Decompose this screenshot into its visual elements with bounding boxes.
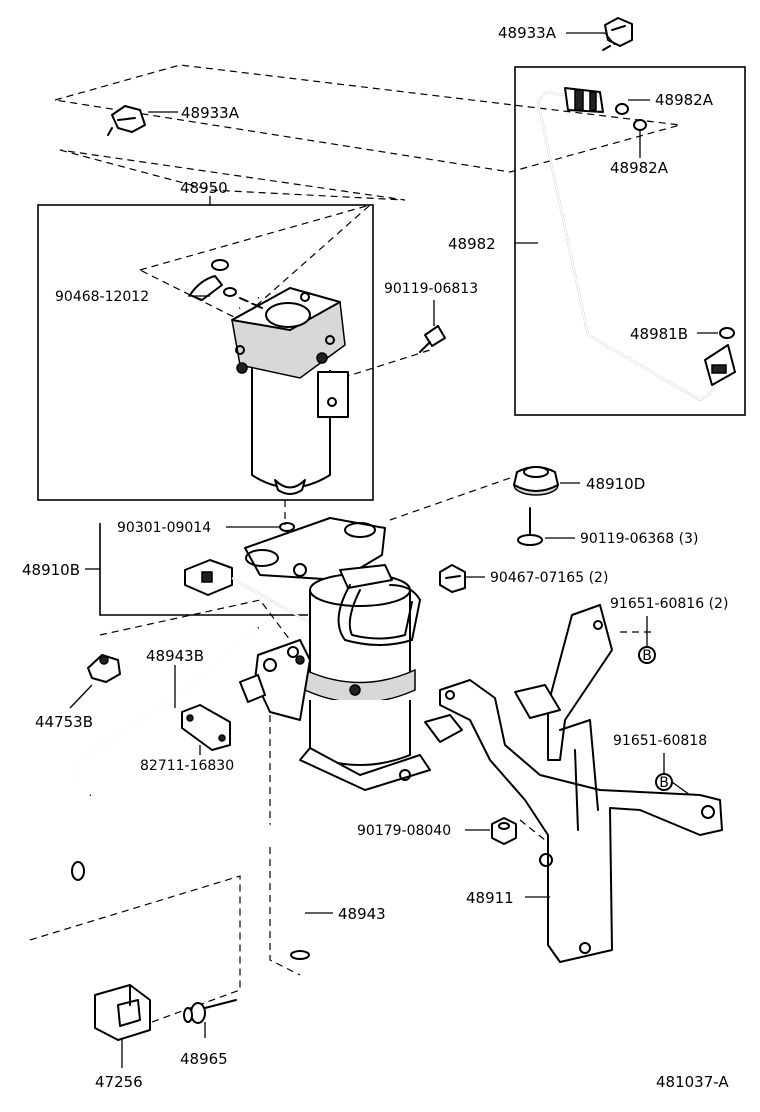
clip-90467-07165 — [439, 564, 466, 593]
clamp-44753B — [87, 654, 121, 683]
label-48910D: 48910D — [586, 475, 645, 493]
bracket-48910B — [99, 523, 308, 616]
marker-b-2: B — [655, 773, 673, 791]
pipe-48982 — [536, 87, 736, 402]
label-91651-60816: 91651-60816 (2) — [610, 596, 728, 612]
label-48982A-1: 48982A — [655, 91, 714, 109]
nut-90179-08040 — [491, 817, 517, 845]
label-48981B: 48981B — [630, 325, 688, 343]
diagram-code: 481037-A — [656, 1073, 729, 1091]
box-48950 — [37, 204, 374, 501]
label-48950: 48950 — [180, 179, 228, 197]
label-90119-06813: 90119-06813 — [384, 281, 478, 297]
label-47256: 47256 — [95, 1073, 143, 1091]
box-48982 — [514, 66, 746, 416]
leader-lines — [69, 32, 718, 1068]
label-48965: 48965 — [180, 1050, 228, 1068]
label-90179-08040: 90179-08040 — [357, 823, 451, 839]
label-48910B: 48910B — [22, 561, 80, 579]
svg-text:B: B — [642, 648, 652, 664]
clip-48933A-left — [107, 105, 146, 136]
marker-b-1: B — [638, 646, 656, 664]
hose-48943 — [71, 796, 310, 960]
bracket-82711-16830 — [181, 704, 231, 751]
grommet-48910D — [513, 466, 559, 496]
bolt-90119-06368 — [517, 507, 543, 546]
label-90468-12012: 90468-12012 — [55, 289, 149, 305]
label-48982A-2: 48982A — [610, 159, 669, 177]
group-boxes — [37, 66, 746, 616]
label-48943: 48943 — [338, 905, 386, 923]
label-48982: 48982 — [448, 235, 496, 253]
label-82711-16830: 82711-16830 — [140, 758, 234, 774]
label-91651-60818: 91651-60818 — [613, 733, 707, 749]
filter-48950 — [189, 259, 349, 495]
label-90301-09014: 90301-09014 — [117, 520, 211, 536]
label-90119-06368: 90119-06368 (3) — [580, 531, 698, 547]
label-44753B: 44753B — [35, 713, 93, 731]
label-48911: 48911 — [466, 889, 514, 907]
bolt-48965 — [183, 999, 237, 1024]
dashed-reference-lines — [29, 64, 681, 1031]
label-90467-07165: 90467-07165 (2) — [490, 570, 608, 586]
mount-47256 — [94, 984, 151, 1041]
svg-text:B: B — [659, 775, 669, 791]
label-48933A-top: 48933A — [498, 24, 557, 42]
clip-48933A-top — [602, 17, 633, 51]
hose-48943B — [73, 626, 259, 797]
bolt-90119-06813 — [419, 325, 446, 353]
oring-90301-09014 — [279, 522, 295, 532]
frame-bracket-48911 — [424, 604, 723, 963]
part-labels: 48933A 48982A 48982A 48933A 48950 48982 … — [22, 24, 729, 1091]
label-48943B: 48943B — [146, 647, 204, 665]
compressor-motor — [239, 564, 431, 791]
label-48933A-left: 48933A — [181, 104, 240, 122]
